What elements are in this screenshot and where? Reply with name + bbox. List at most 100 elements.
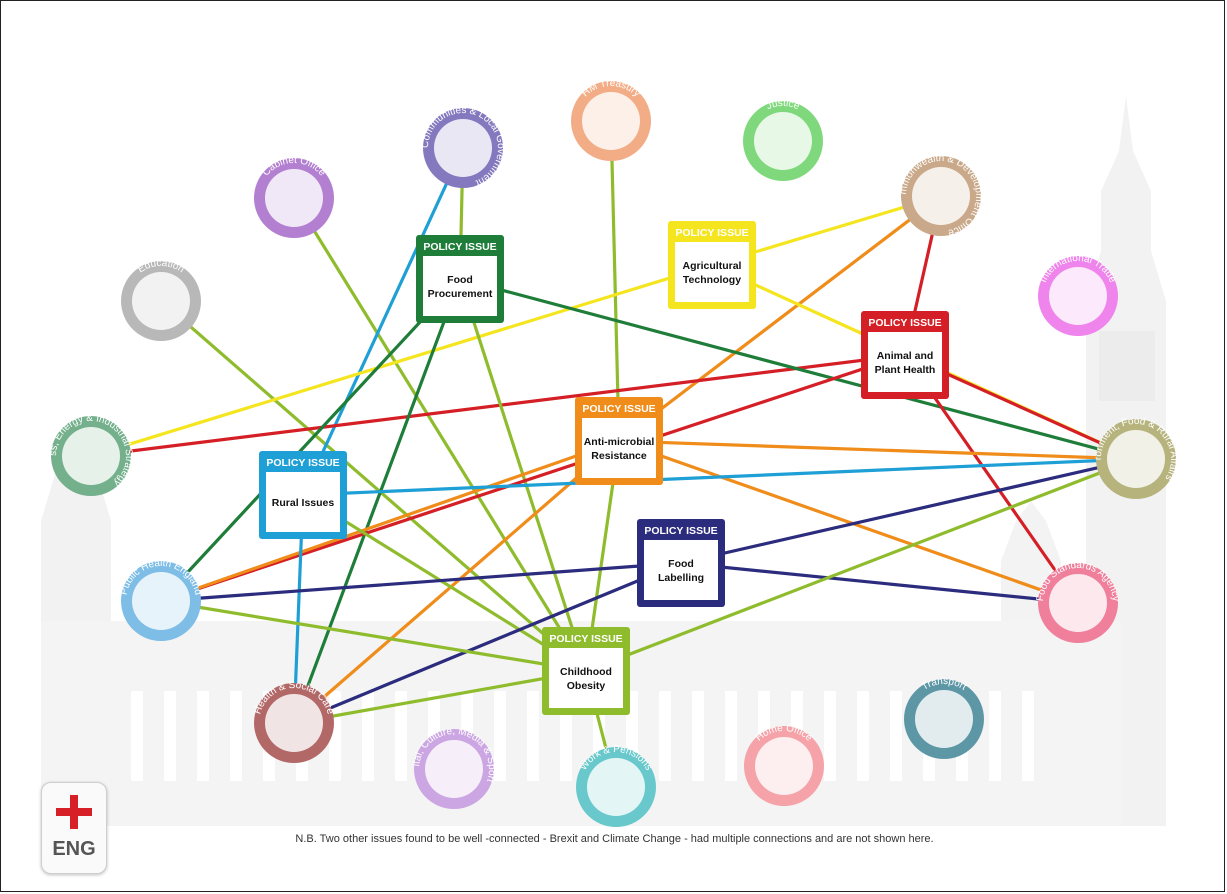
department-label: Justice [765, 98, 801, 112]
connection-line-rural-obesity [301, 493, 588, 673]
connection-line-animal-phe [159, 353, 907, 603]
palace-window-shape [164, 691, 176, 781]
department-work-pensions: Work & Pensions [576, 744, 656, 827]
connection-line-beis-animal [89, 353, 907, 458]
department-ring-inner-shape [915, 690, 973, 748]
connection-line-amr-dhsc [292, 439, 621, 725]
connection-line-rural-defra [301, 457, 1138, 497]
clock-face-shape [1099, 331, 1155, 401]
palace-window-shape [692, 691, 704, 781]
eng-badge: ENG [41, 782, 107, 874]
connection-line-labelling-defra [679, 457, 1138, 565]
policy-issue-body-shape [644, 540, 718, 600]
department-ring-inner-shape [755, 737, 813, 795]
department-education: Education [121, 258, 201, 341]
connection-line-amr-phe [159, 439, 621, 603]
policy-issue-body-shape [582, 418, 656, 478]
connection-line-food_proc-defra [458, 277, 1138, 461]
policy-issue-body-shape [868, 332, 942, 392]
connection-line-obesity-dhsc [292, 669, 588, 725]
palace-window-shape [1022, 691, 1034, 781]
department-ring-inner-shape [754, 112, 812, 170]
connection-line-food_proc-phe [159, 277, 462, 603]
policy-issue-header: POLICY ISSUE [423, 241, 496, 253]
policy-issue-title-line2: Labelling [658, 572, 704, 584]
department-ring-inner-shape [1107, 430, 1165, 488]
palace-windows [131, 691, 1034, 781]
department-ring-inner-shape [425, 740, 483, 798]
connection-line-labelling-fsa [679, 561, 1080, 605]
policy-issue-header: POLICY ISSUE [868, 317, 941, 329]
department-ring-inner-shape [434, 119, 492, 177]
department-ring-inner-shape [587, 758, 645, 816]
department-ring-inner-shape [265, 169, 323, 227]
policy-issue-body-shape [266, 472, 340, 532]
connection-line-obesity-defra [584, 457, 1138, 673]
connection-line-hclg-rural [301, 146, 465, 497]
department-label: Transport [920, 676, 969, 693]
department-ring-inner-shape [1049, 267, 1107, 325]
palace-window-shape [197, 691, 209, 781]
department-ring-inner-shape [582, 92, 640, 150]
eng-label: ENG [52, 838, 96, 860]
department-international-trade: International Trade [1038, 253, 1118, 336]
department-hm-treasury: HM Treasury [571, 78, 651, 161]
department-transport: Transport [904, 676, 984, 759]
policy-issue-header: POLICY ISSUE [549, 633, 622, 645]
connection-line-fco-amr [617, 194, 943, 443]
policy-issue-title-line1: Animal and [877, 350, 934, 362]
palace-window-shape [131, 691, 143, 781]
connection-lines [89, 119, 1138, 789]
department-housing-communities-local-government: Housing, Communities & Local Government [1, 1, 506, 188]
policy-issue-title-line1: Rural Issues [272, 497, 335, 509]
department-label: Business, Energy & Industrial Strategy [1, 1, 134, 489]
connection-line-labelling-phe [159, 561, 683, 603]
connection-line-beis-agri_tech [89, 263, 714, 458]
policy-issue-header: POLICY ISSUE [675, 227, 748, 239]
department-home-office: Home Office [744, 723, 824, 806]
palace-window-shape [362, 691, 374, 781]
connection-line-amr-defra [617, 439, 1138, 461]
connection-line-education-obesity [159, 299, 588, 673]
policy-issue-title-line2: Technology [683, 274, 741, 286]
policy-issue-title-line1: Food [447, 274, 473, 286]
policy-issue-header: POLICY ISSUE [644, 525, 717, 537]
palace-window-shape [989, 691, 1001, 781]
policy-issue-title-line1: Childhood [560, 666, 612, 678]
department-ring-inner-shape [265, 694, 323, 752]
palace-window-shape [527, 691, 539, 781]
department-public-health-england: Public Health England [119, 558, 203, 641]
policy-issue-title-line2: Resistance [591, 450, 647, 462]
department-ring-inner-shape [62, 427, 120, 485]
department-ring-inner-shape [1049, 574, 1107, 632]
policy-issue-title-line1: Food [668, 558, 694, 570]
connection-line-cabinet-obesity [292, 196, 588, 673]
palace-window-shape [494, 691, 506, 781]
palace-window-shape [230, 691, 242, 781]
department-justice: Justice [743, 98, 823, 181]
palace-window-shape [725, 691, 737, 781]
connection-line-treasury-amr [609, 119, 621, 443]
policy-issue-title-line1: Agricultural [683, 260, 742, 272]
palace-window-shape [824, 691, 836, 781]
connection-line-obesity-phe [159, 599, 588, 673]
connection-line-amr-fsa [617, 439, 1080, 605]
department-ring-inner-shape [132, 272, 190, 330]
policy-issue-header: POLICY ISSUE [266, 457, 339, 469]
policy-issue-title-line2: Obesity [567, 680, 606, 692]
department-ring-inner-shape [132, 572, 190, 630]
policy-issue-body-shape [549, 648, 623, 708]
policy-issue-header: POLICY ISSUE [582, 403, 655, 415]
palace-window-shape [890, 691, 902, 781]
department-ring-inner-shape [912, 167, 970, 225]
policy-issue-body-shape [423, 256, 497, 316]
palace-window-shape [395, 691, 407, 781]
department-cabinet-office: Cabinet Office [254, 155, 334, 238]
